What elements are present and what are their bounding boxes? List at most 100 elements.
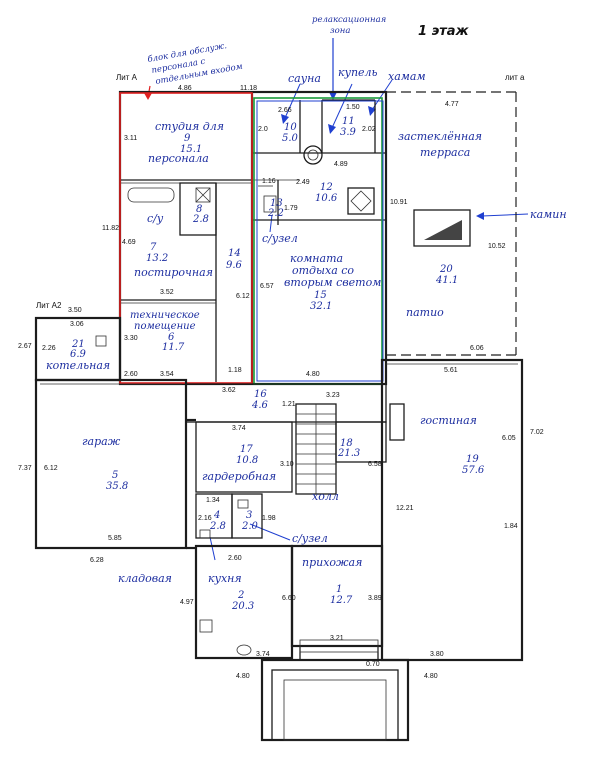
svg-text:10.52: 10.52 [488,243,506,250]
room-area: 3.9 [340,127,357,138]
svg-text:4.97: 4.97 [180,599,194,606]
lit-a-upper: Лит А [116,73,138,82]
svg-text:1.50: 1.50 [346,104,360,111]
sauna-label: сауна [288,72,321,85]
svg-text:7.37: 7.37 [18,465,32,472]
room-area: 6.9 [70,349,87,360]
svg-text:4.80: 4.80 [424,673,438,680]
svg-text:3.23: 3.23 [326,392,340,399]
svg-text:0.70: 0.70 [366,661,380,668]
svg-text:6.06: 6.06 [470,345,484,352]
hamam-label: хамам [388,70,426,83]
svg-text:2.60: 2.60 [228,555,242,562]
floor-label: 1 этаж [418,24,470,39]
room-label: патио [406,306,444,319]
dimension-labels: 4.86 11.18 4.77 2.66 1.50 3.11 2.0 2.02 … [18,85,544,680]
svg-text:2.02: 2.02 [362,126,376,133]
kupel-label: купель [338,66,378,79]
svg-text:4.86: 4.86 [178,85,192,92]
room-4: 4 2.8 [209,510,226,532]
room-area: 35.8 [106,481,128,492]
room-area: 21.3 [337,448,360,459]
svg-text:6.60: 6.60 [282,595,296,602]
room-label: кухня [208,572,242,585]
svg-text:3.11: 3.11 [124,135,137,142]
room-7: 7 13.2 постирочная [134,242,213,279]
terrace-outline [386,91,517,356]
svg-text:1.98: 1.98 [262,515,276,522]
svg-text:3.74: 3.74 [256,651,270,658]
room-area: 15.1 [180,144,202,155]
room-19: гостиная 19 57.6 [420,414,485,476]
walls-lit-a2 [34,316,188,550]
room-1: прихожая 1 12.7 [302,556,362,606]
svg-text:2.16: 2.16 [198,515,212,522]
lit-a-lower: лит а [505,73,525,82]
room-label: комната [290,252,343,265]
room-label: техническое [130,310,200,321]
room-number: 2 [237,590,244,601]
room-number: 16 [254,389,267,400]
room-20: застеклённая терраса 20 41.1 патио [398,130,482,319]
room-area: 2.2 [267,208,284,219]
room-number: 21 [71,339,85,350]
room-10: 10 5.0 [282,122,299,144]
room-8: с/у 8 2.8 [147,204,209,225]
svg-text:2.66: 2.66 [278,107,292,114]
room-3: 3 2.0 [241,510,259,532]
room-area: 10.6 [315,193,338,204]
walls-lower [185,358,524,742]
room-area: 10.8 [236,455,258,466]
room-17: 17 10.8 гардеробная [202,444,276,483]
svg-text:6.05: 6.05 [502,435,516,442]
room-area: 57.6 [462,465,485,476]
svg-text:4.69: 4.69 [122,239,136,246]
room-13: 13 2.2 [267,198,284,219]
room-area: 9.6 [226,260,243,271]
walls-spa [252,99,386,225]
svg-text:3.80: 3.80 [430,651,444,658]
room-number: 8 [196,204,202,215]
svg-text:3.50: 3.50 [68,307,82,314]
room-number: 12 [320,182,333,193]
room-area: 13.2 [146,253,168,264]
svg-text:1.21: 1.21 [282,401,296,408]
room-18: 18 21.3 [337,438,360,459]
room-number: 13 [270,198,283,209]
room-label: с/у [147,212,164,225]
room-area: 41.1 [435,275,458,286]
room-number: 10 [284,122,297,133]
svg-text:1.79: 1.79 [284,205,298,212]
room-number: 15 [314,290,327,301]
room-label: отдыха со [292,264,354,277]
room-15: комната отдыха со вторым светом 15 32.1 [284,252,381,312]
svg-text:5.61: 5.61 [444,367,458,374]
room-area: 32.1 [310,301,332,312]
room-number: 19 [466,454,479,465]
svg-text:3.21: 3.21 [330,635,344,642]
room-number: 7 [150,242,157,253]
room-label: прихожая [302,556,362,569]
relax-zone-inner-outline [256,100,384,382]
svg-text:4.77: 4.77 [445,101,459,108]
svg-text:6.12: 6.12 [44,465,58,472]
room-number: 3 [246,510,252,521]
svg-text:5.85: 5.85 [108,535,122,542]
room-area: 2.0 [241,521,259,532]
room-number: 4 [213,510,220,521]
room-label: персонала [148,152,209,165]
room-area: 11.7 [162,342,185,353]
room-area: 2.8 [209,521,226,532]
room-label: гостиная [420,414,477,427]
svg-text:11.18: 11.18 [240,85,257,92]
svg-text:7.02: 7.02 [530,429,544,436]
svg-text:2.60: 2.60 [124,371,138,378]
svg-text:3.06: 3.06 [70,321,84,328]
room-label: вторым светом [284,276,381,289]
room-number: 20 [439,264,453,275]
zone-note-line2: зона [330,26,350,36]
note-arrows [144,38,529,561]
svg-text:6.28: 6.28 [90,557,104,564]
suzel-label-2: с/узел [292,532,328,545]
